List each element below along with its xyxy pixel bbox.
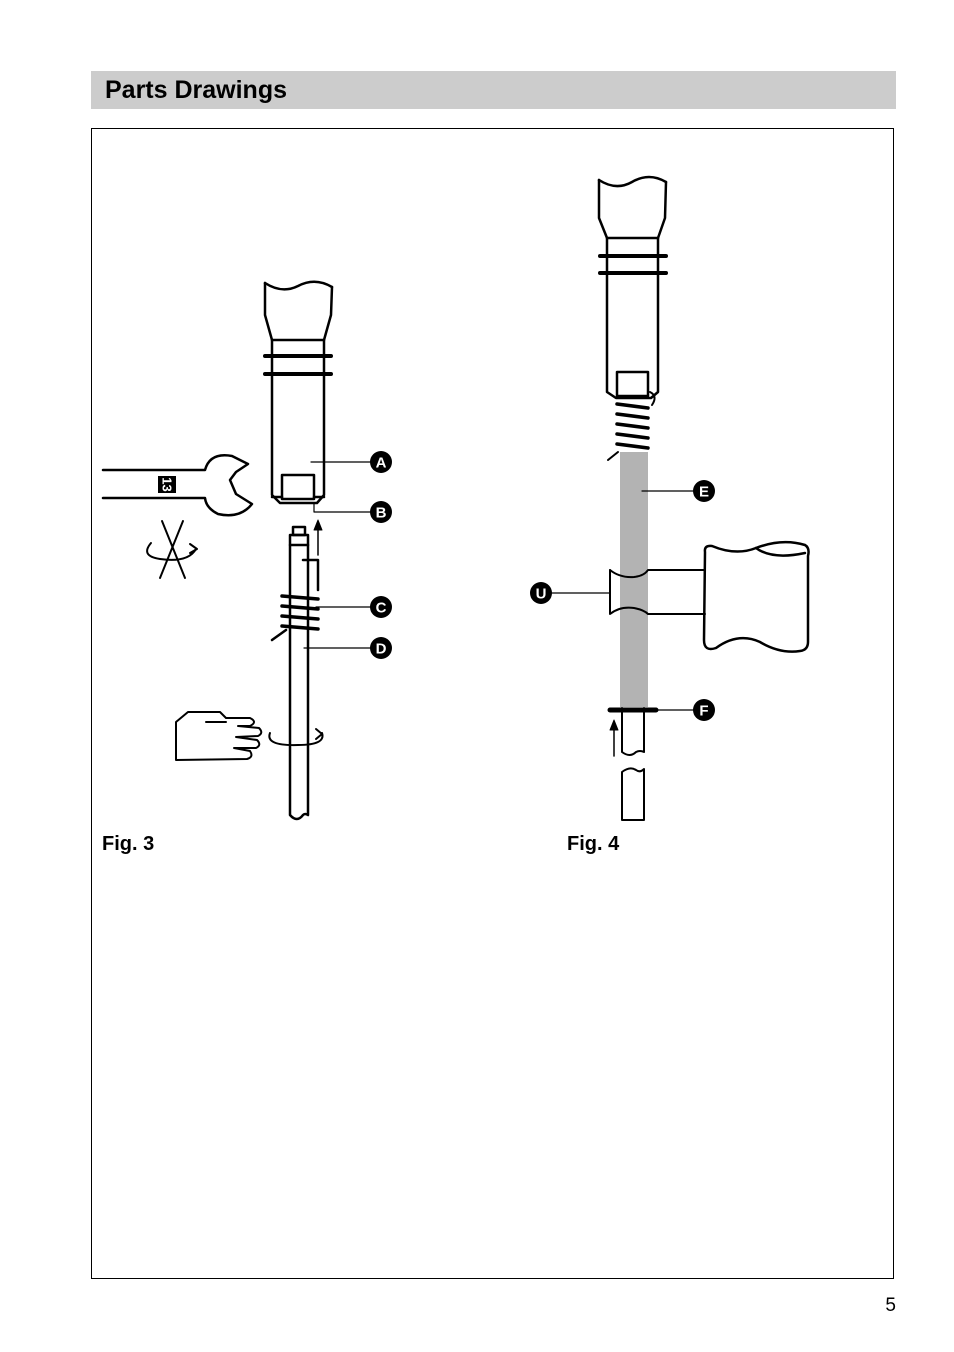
page-number: 5 bbox=[885, 1295, 896, 1317]
wrench-icon: 13 bbox=[103, 455, 252, 515]
svg-text:C: C bbox=[376, 600, 387, 617]
svg-text:D: D bbox=[376, 641, 387, 658]
fig4-drawing bbox=[549, 177, 809, 820]
svg-text:A: A bbox=[376, 455, 387, 472]
no-rotate-icon bbox=[147, 521, 197, 578]
fig4-tube bbox=[599, 177, 666, 398]
callout-a: A bbox=[370, 451, 392, 473]
svg-text:E: E bbox=[699, 484, 709, 501]
fig3-rod bbox=[272, 527, 318, 819]
callout-b: B bbox=[370, 501, 392, 523]
callout-u: U bbox=[530, 582, 552, 604]
callout-e: E bbox=[693, 480, 715, 502]
fig-4-caption: Fig. 4 bbox=[567, 832, 619, 856]
hand-icon bbox=[176, 712, 261, 760]
svg-text:U: U bbox=[536, 586, 547, 603]
wrench-size-label: 13 bbox=[160, 477, 175, 491]
callout-c: C bbox=[370, 596, 392, 618]
fig3-tube bbox=[265, 282, 332, 503]
gray-pipe bbox=[620, 452, 648, 707]
callout-f: F bbox=[693, 699, 715, 721]
large-pipe bbox=[704, 542, 809, 651]
fig3-drawing: 13 bbox=[103, 282, 372, 819]
svg-text:B: B bbox=[376, 505, 387, 522]
fig-3-caption: Fig. 3 bbox=[102, 832, 154, 856]
svg-text:F: F bbox=[699, 703, 708, 720]
callout-d: D bbox=[370, 637, 392, 659]
